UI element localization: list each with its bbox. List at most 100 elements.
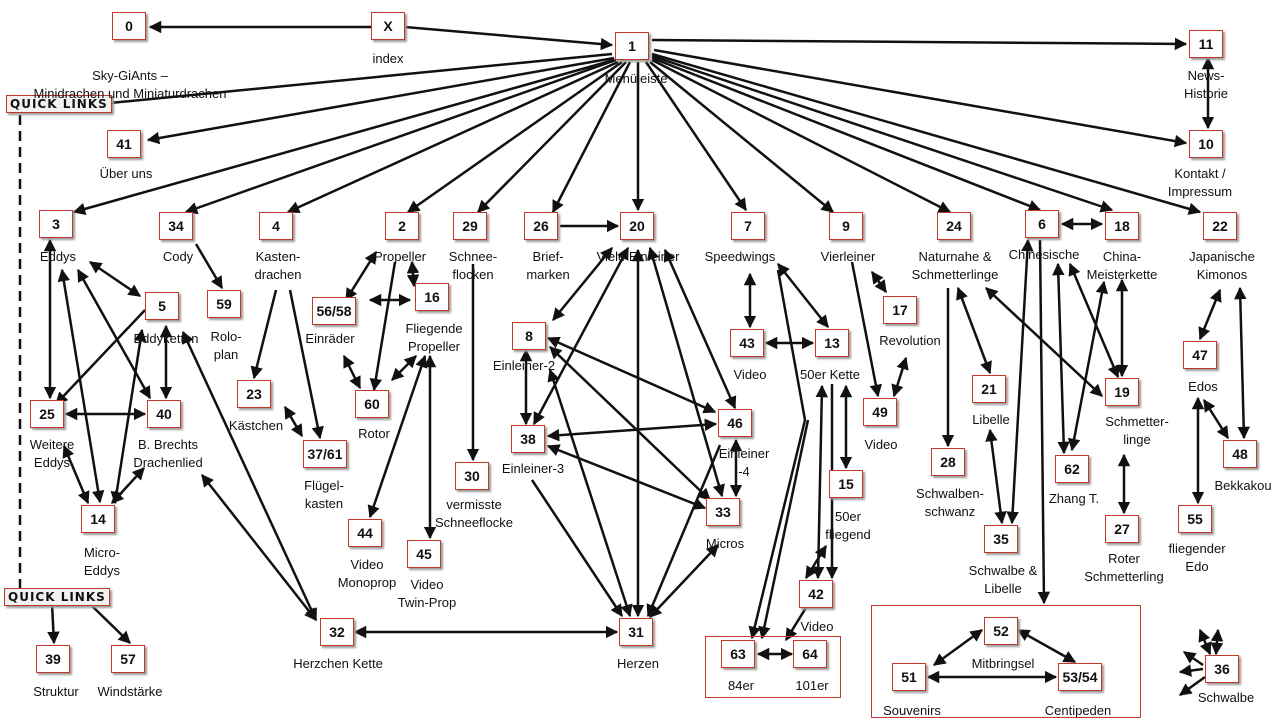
node-label-27: Roter Schmetterling	[1084, 551, 1164, 584]
node-17[interactable]: 17	[883, 296, 917, 324]
node-label-30: vermisste Schneeflocke	[434, 497, 514, 530]
node-38[interactable]: 38	[511, 425, 545, 453]
node-26[interactable]: 26	[524, 212, 558, 240]
edge-96	[932, 628, 984, 667]
node-45[interactable]: 45	[407, 540, 441, 568]
edge-61	[646, 444, 722, 618]
edge-43	[391, 355, 417, 381]
edge-41	[369, 261, 397, 392]
node-23[interactable]: 23	[237, 380, 271, 408]
node-47[interactable]: 47	[1183, 341, 1217, 369]
edge-102	[1198, 628, 1212, 656]
node-1[interactable]: 1	[615, 32, 649, 60]
node-label-26: Brief- marken	[526, 249, 570, 282]
node-label-33: Micros	[705, 536, 745, 551]
quick-links-top[interactable]: QUICK LINKS	[6, 95, 112, 113]
edge-94	[47, 603, 60, 645]
node-10[interactable]: 10	[1189, 130, 1223, 158]
node-label-1: Menüleiste	[604, 71, 668, 86]
edge-101	[1178, 675, 1206, 697]
node-18[interactable]: 18	[1105, 212, 1139, 240]
node-29[interactable]: 29	[453, 212, 487, 240]
quick-links-bottom[interactable]: QUICK LINKS	[4, 588, 110, 606]
node-40[interactable]: 40	[147, 400, 181, 428]
edge-51	[663, 248, 737, 410]
edge-60	[649, 544, 719, 618]
node-64[interactable]: 64	[793, 640, 827, 668]
edge-92	[1202, 398, 1230, 440]
node-6[interactable]: 6	[1025, 210, 1059, 238]
node-62[interactable]: 62	[1055, 455, 1089, 483]
node-27[interactable]: 27	[1105, 515, 1139, 543]
node-48[interactable]: 48	[1223, 440, 1257, 468]
edge-89	[1198, 288, 1222, 341]
edge-31	[110, 328, 147, 505]
node-43[interactable]: 43	[730, 329, 764, 357]
node-57[interactable]: 57	[111, 645, 145, 673]
edge-17	[651, 56, 1042, 212]
edge-34	[201, 474, 317, 621]
edge-32	[194, 243, 224, 290]
node-24[interactable]: 24	[937, 212, 971, 240]
edge-44	[367, 354, 428, 519]
edge-14	[644, 61, 748, 212]
node-4[interactable]: 4	[259, 212, 293, 240]
edge-77	[891, 356, 909, 398]
node-30[interactable]: 30	[455, 462, 489, 490]
node-label-32: Herzchen Kette	[293, 656, 383, 671]
node-9[interactable]: 9	[829, 212, 863, 240]
node-53-54[interactable]: 53/54	[1058, 663, 1102, 691]
node-41[interactable]: 41	[107, 130, 141, 158]
node-35[interactable]: 35	[984, 525, 1018, 553]
node-5[interactable]: 5	[145, 292, 179, 320]
node-14[interactable]: 14	[81, 505, 115, 533]
node-19[interactable]: 19	[1105, 378, 1139, 406]
edge-66	[776, 269, 807, 421]
node-60[interactable]: 60	[355, 390, 389, 418]
node-0[interactable]: 0	[112, 12, 146, 40]
node-34[interactable]: 34	[159, 212, 193, 240]
node-label-10: Kontakt / Impressum	[1167, 166, 1233, 199]
node-21[interactable]: 21	[972, 375, 1006, 403]
edge-59	[530, 479, 624, 618]
node-31[interactable]: 31	[619, 618, 653, 646]
edge-19	[651, 52, 1202, 215]
node-13[interactable]: 13	[815, 329, 849, 357]
node-63[interactable]: 63	[721, 640, 755, 668]
node-51[interactable]: 51	[892, 663, 926, 691]
node-39[interactable]: 39	[36, 645, 70, 673]
node-label-39: Struktur	[33, 684, 79, 699]
node-44[interactable]: 44	[348, 519, 382, 547]
node-7[interactable]: 7	[731, 212, 765, 240]
node-label-11: News-Historie	[1183, 68, 1229, 101]
node-15[interactable]: 15	[829, 470, 863, 498]
node-2[interactable]: 2	[385, 212, 419, 240]
node-55[interactable]: 55	[1178, 505, 1212, 533]
node-32[interactable]: 32	[320, 618, 354, 646]
node-37-61[interactable]: 37/61	[303, 440, 347, 468]
node-36[interactable]: 36	[1205, 655, 1239, 683]
node-42[interactable]: 42	[799, 580, 833, 608]
node-3[interactable]: 3	[39, 210, 73, 238]
node-label-44: Video Monoprop	[337, 557, 397, 590]
node-25[interactable]: 25	[30, 400, 64, 428]
node-59[interactable]: 59	[207, 290, 241, 318]
node-x[interactable]: X	[371, 12, 405, 40]
edge-5	[146, 56, 615, 145]
node-11[interactable]: 11	[1189, 30, 1223, 58]
node-label-x: index	[372, 51, 404, 66]
node-16[interactable]: 16	[415, 283, 449, 311]
edge-42	[342, 354, 362, 390]
node-52[interactable]: 52	[984, 617, 1018, 645]
node-label-18: China- Meisterkette	[1086, 249, 1158, 282]
node-8[interactable]: 8	[512, 322, 546, 350]
node-49[interactable]: 49	[863, 398, 897, 426]
node-label-47: Edos	[1188, 379, 1218, 394]
node-56-58[interactable]: 56/58	[312, 297, 356, 325]
node-28[interactable]: 28	[931, 448, 965, 476]
node-22[interactable]: 22	[1203, 212, 1237, 240]
node-33[interactable]: 33	[706, 498, 740, 526]
node-20[interactable]: 20	[620, 212, 654, 240]
node-46[interactable]: 46	[718, 409, 752, 437]
